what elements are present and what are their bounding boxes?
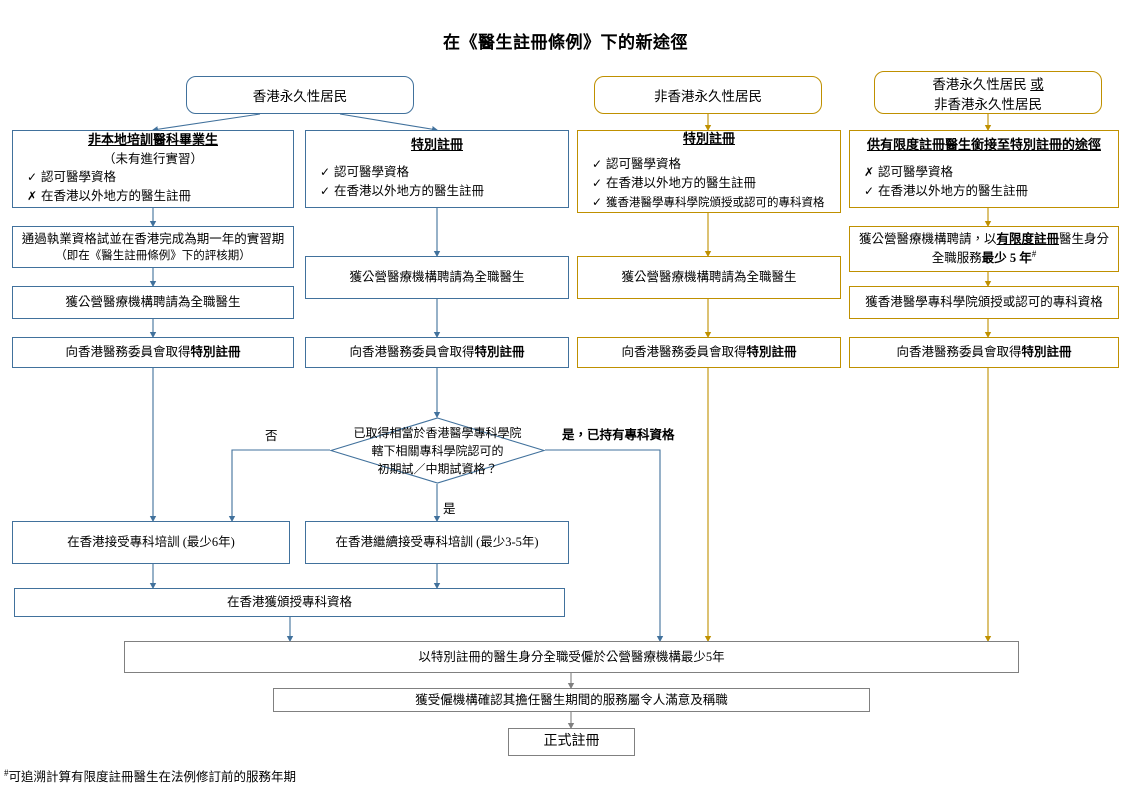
criteria-item: ✓認可醫學資格 (27, 168, 289, 187)
training-box-3-to-5-years: 在香港繼續接受專科培訓 (最少3-5年) (305, 521, 569, 564)
step-label: 獲受僱機構確認其擔任醫生期間的服務屬令人滿意及稱職 (415, 692, 728, 707)
criteria-subtitle: （未有進行實習） (102, 151, 203, 166)
header-non-hk-permanent-resident: 非香港永久性居民 (594, 76, 822, 114)
step-label: 獲香港醫學專科學院頒授或認可的專科資格 (865, 295, 1103, 310)
criteria-box-special-registration-hkpr: 特別註冊 ✓認可醫學資格 ✓在香港以外地方的醫生註冊 (305, 130, 569, 208)
step-label: 獲公營醫療機構聘請為全職醫生 (65, 295, 241, 310)
criteria-item: ✓在香港以外地方的醫生註冊 (864, 182, 1114, 201)
step-obtain-special-registration-col3: 向香港醫務委員會取得特別註冊 (577, 337, 841, 368)
header-label-line1: 香港永久性居民 或 (932, 76, 1044, 92)
criteria-item: ✓在香港以外地方的醫生註冊 (320, 182, 564, 201)
edge-label-yes: 是 (443, 502, 456, 516)
check-icon: ✓ (592, 176, 603, 191)
decision-text: 已取得相當於香港醫學專科學院 轄下相關專科學院認可的 初期試／中期試資格？ (330, 417, 545, 484)
criteria-box-nonlocal-graduate: 非本地培訓醫科畢業生 （未有進行實習） ✓認可醫學資格 ✗在香港以外地方的醫生註… (12, 130, 294, 208)
check-icon: ✓ (592, 156, 603, 171)
check-icon: ✓ (320, 165, 331, 180)
decision-line-3: 初期試／中期試資格？ (377, 461, 498, 476)
criteria-list: ✗認可醫學資格 ✓在香港以外地方的醫生註冊 (854, 163, 1114, 202)
page-title: 在《醫生註冊條例》下的新途徑 (443, 33, 688, 52)
step-label: 獲公營醫療機構聘請為全職醫生 (349, 270, 525, 285)
step-specialist-awarded-hk: 在香港獲頒授專科資格 (14, 588, 565, 617)
header-label: 非香港永久性居民 (654, 89, 762, 104)
check-icon: ✓ (27, 170, 38, 185)
cross-icon: ✗ (864, 165, 875, 180)
criteria-title: 供有限度註冊醫生銜接至特別註冊的途徑 (866, 137, 1101, 153)
criteria-box-special-registration-non-hkpr: 特別註冊 ✓認可醫學資格 ✓在香港以外地方的醫生註冊 ✓獲香港醫學專科學院頒授或… (577, 130, 841, 213)
step-line-2: 全職服務最少 5 年# (931, 249, 1037, 266)
training-box-6-years: 在香港接受專科培訓 (最少6年) (12, 521, 290, 564)
step-label: 正式註冊 (543, 733, 600, 749)
step-specialist-qualification-hkam: 獲香港醫學專科學院頒授或認可的專科資格 (849, 286, 1119, 319)
check-icon: ✓ (864, 184, 875, 199)
criteria-list: ✓認可醫學資格 ✓在香港以外地方的醫生註冊 (310, 163, 564, 202)
step-employed-fulltime-col2: 獲公營醫療機構聘請為全職醫生 (305, 256, 569, 299)
criteria-box-limited-to-special: 供有限度註冊醫生銜接至特別註冊的途徑 ✗認可醫學資格 ✓在香港以外地方的醫生註冊 (849, 130, 1119, 208)
footnote: #可追溯計算有限度註冊醫生在法例修訂前的服務年期 (4, 766, 296, 785)
cross-icon: ✗ (27, 189, 38, 204)
criteria-list: ✓認可醫學資格 ✓在香港以外地方的醫生註冊 ✓獲香港醫學專科學院頒授或認可的專科… (582, 155, 836, 214)
header-label-line2: 非香港永久性居民 (934, 96, 1042, 112)
header-either-resident: 香港永久性居民 或 非香港永久性居民 (874, 71, 1102, 114)
convergence-employer-confirmation: 獲受僱機構確認其擔任醫生期間的服務屬令人滿意及稱職 (273, 688, 870, 712)
step-label: 在香港獲頒授專科資格 (226, 595, 352, 610)
step-label: 以特別註冊的醫生身分全職受僱於公營醫療機構最少5年 (418, 649, 725, 664)
edge-label-yes-with-specialist: 是，已持有專科資格 (562, 428, 675, 442)
criteria-title: 非本地培訓醫科畢業生 (87, 132, 218, 148)
training-label: 在香港接受專科培訓 (最少6年) (67, 535, 235, 550)
criteria-item: ✓認可醫學資格 (592, 155, 836, 174)
criteria-title: 特別註冊 (682, 130, 735, 146)
criteria-item: ✗在香港以外地方的醫生註冊 (27, 187, 289, 206)
step-employed-fulltime-col1: 獲公營醫療機構聘請為全職醫生 (12, 286, 294, 319)
convergence-special-registration-service: 以特別註冊的醫生身分全職受僱於公營醫療機構最少5年 (124, 641, 1019, 673)
step-line-1: 獲公營醫療機構聘請，以有限度註冊醫生身分 (858, 232, 1110, 247)
footnote-text: 可追溯計算有限度註冊醫生在法例修訂前的服務年期 (8, 770, 297, 784)
step-limited-registration-service: 獲公營醫療機構聘請，以有限度註冊醫生身分 全職服務最少 5 年# (849, 226, 1119, 272)
step-label: 向香港醫務委員會取得特別註冊 (65, 345, 241, 360)
step-label: 向香港醫務委員會取得特別註冊 (896, 345, 1072, 360)
header-label: 香港永久性居民 (252, 89, 348, 104)
training-label: 在香港繼續接受專科培訓 (最少3-5年) (335, 535, 539, 550)
step-obtain-special-registration-col4: 向香港醫務委員會取得特別註冊 (849, 337, 1119, 368)
step-licensing-exam: 通過執業資格試並在香港完成為期一年的實習期 （即在《醫生註冊條例》下的評核期） (12, 226, 294, 268)
step-line-2: （即在《醫生註冊條例》下的評核期） (55, 249, 251, 262)
decision-intermediate-exam: 已取得相當於香港醫學專科學院 轄下相關專科學院認可的 初期試／中期試資格？ (329, 417, 546, 484)
check-icon: ✓ (320, 184, 331, 199)
step-label: 向香港醫務委員會取得特別註冊 (349, 345, 525, 360)
check-icon: ✓ (592, 195, 603, 210)
header-hk-permanent-resident: 香港永久性居民 (186, 76, 414, 114)
criteria-item: ✗認可醫學資格 (864, 163, 1114, 182)
footnote-marker: # (4, 767, 9, 778)
step-label: 獲公營醫療機構聘請為全職醫生 (621, 270, 797, 285)
criteria-list: ✓認可醫學資格 ✗在香港以外地方的醫生註冊 (17, 168, 289, 207)
criteria-item: ✓認可醫學資格 (320, 163, 564, 182)
step-obtain-special-registration-col1: 向香港醫務委員會取得特別註冊 (12, 337, 294, 368)
decision-line-1: 已取得相當於香港醫學專科學院 (353, 425, 522, 440)
step-obtain-special-registration-col2: 向香港醫務委員會取得特別註冊 (305, 337, 569, 368)
criteria-title: 特別註冊 (410, 137, 463, 153)
step-line-1: 通過執業資格試並在香港完成為期一年的實習期 (21, 231, 285, 246)
edge-label-no: 否 (265, 429, 278, 443)
decision-line-2: 轄下相關專科學院認可的 (371, 443, 504, 458)
step-label: 向香港醫務委員會取得特別註冊 (621, 345, 797, 360)
criteria-item: ✓獲香港醫學專科學院頒授或認可的專科資格 (592, 193, 836, 213)
criteria-item: ✓在香港以外地方的醫生註冊 (592, 174, 836, 193)
step-employed-fulltime-col3: 獲公營醫療機構聘請為全職醫生 (577, 256, 841, 299)
diamond-shape (329, 417, 546, 484)
convergence-full-registration: 正式註冊 (508, 728, 635, 756)
